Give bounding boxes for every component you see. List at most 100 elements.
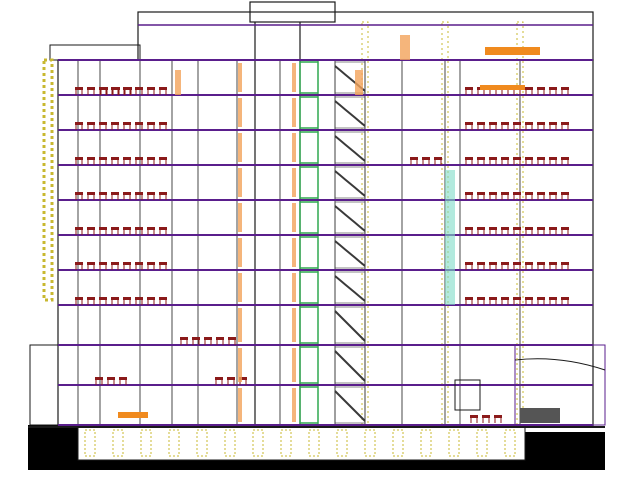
basement-hatch (252, 429, 264, 457)
desk (123, 262, 131, 265)
desk (549, 122, 557, 125)
wood-panel (292, 238, 296, 267)
wood-panel (238, 273, 242, 302)
stair-shaft (334, 201, 366, 234)
building-outline (57, 59, 594, 428)
desk (525, 297, 533, 300)
wood-panel (400, 35, 410, 60)
desk (537, 122, 545, 125)
desk (95, 377, 103, 380)
basement-hatch (336, 429, 348, 457)
desk (525, 157, 533, 160)
basement-hatch (84, 429, 96, 457)
stair-core-frame (299, 271, 319, 304)
basement-hatch (168, 429, 180, 457)
desk (100, 87, 108, 90)
desk (561, 87, 569, 90)
desk (87, 192, 95, 195)
desk (75, 157, 83, 160)
stair-core-frame (299, 201, 319, 234)
desk (549, 192, 557, 195)
wood-panel (292, 348, 296, 382)
wood-panel (292, 203, 296, 232)
desk (489, 297, 497, 300)
desk (549, 227, 557, 230)
stair-shaft (334, 166, 366, 199)
desk (99, 157, 107, 160)
desk (216, 337, 224, 340)
desk (124, 87, 132, 90)
desk (549, 157, 557, 160)
basement-hatch (224, 429, 236, 457)
desk (111, 122, 119, 125)
desk (119, 377, 127, 380)
desk (477, 122, 485, 125)
stair-core-frame (299, 236, 319, 269)
desk (489, 262, 497, 265)
desk (112, 87, 120, 90)
entrance-canopy (29, 344, 59, 426)
basement-hatch (112, 429, 124, 457)
desk (549, 87, 557, 90)
desk (561, 227, 569, 230)
desk (159, 192, 167, 195)
desk (561, 157, 569, 160)
wood-panel (238, 98, 242, 127)
stair-core-frame (299, 61, 319, 94)
desk (204, 337, 212, 340)
desk (513, 122, 521, 125)
desk (75, 87, 83, 90)
desk (537, 227, 545, 230)
desk (87, 262, 95, 265)
desk (111, 157, 119, 160)
stair-flight (334, 135, 366, 162)
basement-hatch (504, 429, 516, 457)
desk (465, 297, 473, 300)
desk (147, 87, 155, 90)
desk (465, 87, 473, 90)
desk (482, 415, 490, 418)
desk (87, 227, 95, 230)
roof-parapet (49, 44, 141, 61)
desk (99, 297, 107, 300)
desk (135, 122, 143, 125)
desk (489, 157, 497, 160)
desk (159, 227, 167, 230)
desk (75, 192, 83, 195)
desk (99, 227, 107, 230)
stair-shaft (334, 131, 366, 164)
desk (111, 227, 119, 230)
desk (123, 157, 131, 160)
stair-flight (334, 100, 366, 127)
desk (135, 297, 143, 300)
desk (111, 297, 119, 300)
desk (561, 192, 569, 195)
vehicle-block (520, 408, 560, 423)
desk (410, 157, 418, 160)
wood-panel (238, 348, 242, 382)
stair-shaft (334, 271, 366, 304)
annex-canopy-curve (514, 358, 606, 371)
stair-core-frame (299, 346, 319, 384)
basement-hatch (448, 429, 460, 457)
desk (159, 157, 167, 160)
desk (215, 377, 223, 380)
desk (135, 87, 143, 90)
desk (434, 157, 442, 160)
desk (561, 122, 569, 125)
desk (537, 192, 545, 195)
desk (87, 87, 95, 90)
desk (227, 377, 235, 380)
wood-panel (238, 133, 242, 162)
desk (99, 262, 107, 265)
desk (549, 297, 557, 300)
basement-hatch (364, 429, 376, 457)
desk (537, 297, 545, 300)
stair-shaft (334, 306, 366, 344)
basement-hatch (140, 429, 152, 457)
desk (537, 87, 545, 90)
basement-hatch (420, 429, 432, 457)
desk (513, 227, 521, 230)
desk (513, 157, 521, 160)
desk (87, 122, 95, 125)
